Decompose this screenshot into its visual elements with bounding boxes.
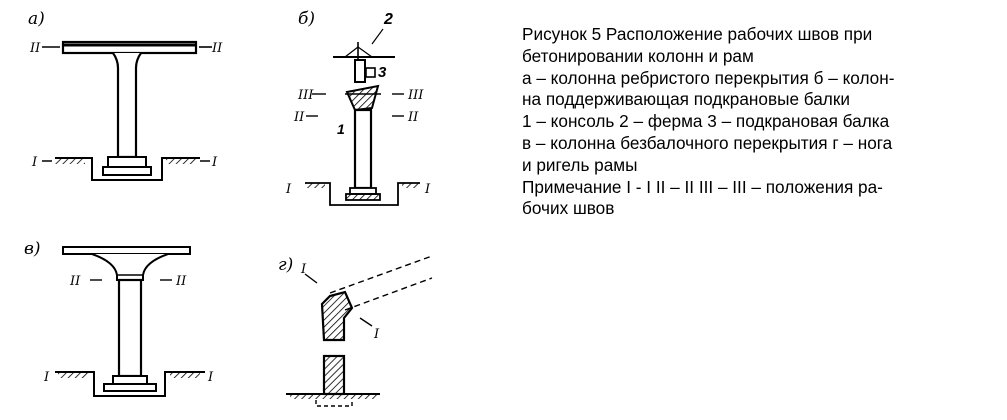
seam-i-top-label: I	[300, 262, 307, 277]
ground-hatch-g	[290, 394, 378, 399]
seam-ii-left-label-b: II	[293, 110, 305, 125]
caption-line: а – колонна ребристого перекрытия б – ко…	[522, 67, 895, 88]
lower-column	[353, 108, 373, 190]
seam-i-left-label: I	[31, 155, 38, 170]
flat-slab	[62, 246, 191, 255]
panel-b: б) 2 3 III III II II 1 I I	[285, 9, 431, 206]
seam-ii-left-label: II	[29, 41, 41, 56]
caption-line: бетонировании колонн и рам	[522, 45, 754, 66]
truss-leader	[371, 28, 384, 45]
column-base	[107, 156, 147, 168]
panel-b-letter: б)	[298, 9, 315, 29]
truss-strut-left	[344, 46, 359, 58]
truss-strut-right	[357, 46, 373, 58]
ground-hatch-left	[55, 158, 85, 164]
frame-leg-upper	[320, 290, 354, 342]
footing-v	[103, 383, 157, 392]
caption-line: бочих швов	[522, 198, 615, 219]
panel-v: в) II II I I	[24, 239, 214, 397]
column-base-v	[112, 375, 148, 385]
panel-a: а) II II I I	[28, 9, 223, 181]
caption-line: в – колонна безбалочного перекрытия г – …	[522, 132, 893, 153]
console	[345, 84, 380, 112]
crane-beam	[365, 67, 376, 78]
seam-i-right-label: I	[211, 155, 218, 170]
caption-line: на поддерживающая подкрановые балки	[522, 89, 850, 110]
label-truss-number: 2	[383, 11, 393, 28]
seam-ii-right-label-b: II	[407, 110, 419, 125]
panel-g-letter: г)	[278, 255, 293, 275]
girder-bottom-edge	[344, 277, 433, 311]
footing-b	[345, 193, 381, 201]
seam-i-left-label-v: I	[43, 370, 50, 385]
column-capital	[91, 253, 169, 281]
seam-i-bottom-label: I	[373, 327, 380, 342]
label-console-number: 1	[337, 121, 345, 137]
panel-g: г) I I	[278, 255, 433, 407]
seam-i-left-label-b: I	[285, 182, 292, 197]
frame-leg-lower	[322, 354, 346, 396]
caption-line: Примечание I - I II – II III – III – пол…	[522, 176, 883, 197]
seam-ii-right-label-v: II	[175, 274, 187, 289]
panel-v-letter: в)	[24, 239, 41, 259]
ground-hatch-right	[166, 158, 196, 164]
label-beam-number: 3	[378, 64, 387, 81]
girder-top-edge	[329, 255, 433, 294]
caption-line: 1 – консоль 2 – ферма 3 – подкрановая ба…	[522, 111, 890, 132]
ground-hatch-right-b	[402, 183, 420, 188]
seam-ii-left-label-v: II	[69, 274, 81, 289]
column-v	[117, 278, 143, 378]
figure-caption: Рисунок 5 Расположение рабочих швов при …	[522, 24, 1000, 220]
seam-i-mark-top	[304, 273, 318, 284]
seam-i-right-label-v: I	[207, 370, 214, 385]
seam-ii-right-label: II	[211, 41, 223, 56]
column	[112, 52, 142, 159]
ground-hatch-left-v	[58, 372, 88, 378]
panel-a-letter: а)	[28, 9, 45, 29]
caption-line: Рисунок 5 Расположение рабочих швов при	[522, 24, 873, 44]
seam-i-mark-bottom	[359, 317, 373, 327]
footing-g	[315, 400, 353, 407]
footing	[102, 166, 152, 176]
seam-iii-right-label: III	[407, 88, 424, 103]
caption-line: и ригель рамы	[522, 154, 638, 175]
seam-i-right-label-b: I	[424, 182, 431, 197]
upper-column	[354, 59, 366, 83]
ground-hatch-right-v	[170, 372, 200, 378]
ground-hatch-left-b	[305, 183, 325, 188]
seam-iii-left-label: III	[297, 88, 314, 103]
ground-line-b	[305, 182, 420, 206]
